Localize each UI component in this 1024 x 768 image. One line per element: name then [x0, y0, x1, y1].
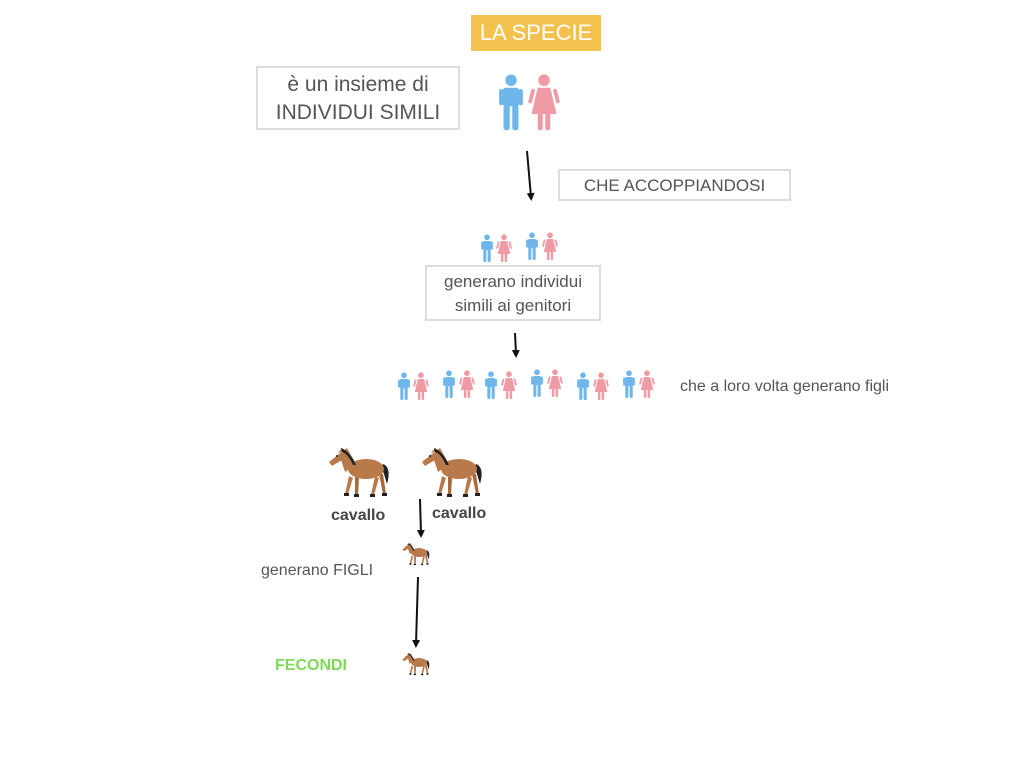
man-icon [485, 371, 497, 400]
horse-label-1: cavallo [331, 507, 386, 524]
woman-icon [542, 232, 558, 261]
horse-icon [422, 448, 482, 497]
arrow-down-icon [412, 576, 421, 648]
offspring-line-1: generano individui [444, 272, 582, 291]
man-icon [443, 370, 455, 399]
man-icon [481, 234, 493, 263]
woman-icon [496, 234, 512, 263]
definition-line-2: INDIVIDUI SIMILI [275, 101, 441, 124]
fertile-label: FECONDI [275, 657, 347, 674]
horse-icon [329, 448, 389, 497]
page-title: LA SPECIE [471, 15, 601, 51]
definition-box: è un insieme di INDIVIDUI SIMILI [256, 66, 460, 130]
woman-icon [527, 74, 561, 131]
woman-icon [501, 371, 517, 400]
man-icon [398, 372, 410, 401]
woman-icon [593, 372, 609, 401]
woman-icon [547, 369, 563, 398]
woman-icon [413, 372, 429, 401]
horse-icon [402, 543, 430, 566]
horse-icon [402, 653, 430, 676]
offspring-label: generano FIGLI [261, 562, 374, 579]
man-icon [577, 372, 589, 401]
woman-icon [639, 370, 655, 399]
offspring-line-2: simili ai genitori [454, 296, 572, 315]
arrow-down-icon [526, 150, 535, 201]
man-icon [499, 74, 523, 131]
mating-label-box: CHE ACCOPPIANDOSI [558, 169, 791, 201]
arrow-down-icon [511, 332, 520, 358]
arrow-down-icon [416, 498, 425, 538]
definition-line-1: è un insieme di [287, 73, 429, 96]
man-icon [526, 232, 538, 261]
man-icon [623, 370, 635, 399]
woman-icon [459, 370, 475, 399]
horse-label-2: cavallo [432, 505, 487, 522]
man-icon [531, 369, 543, 398]
offspring-box: generano individui simili ai genitori [425, 265, 601, 321]
generation-note: che a loro volta generano figli [680, 378, 890, 395]
